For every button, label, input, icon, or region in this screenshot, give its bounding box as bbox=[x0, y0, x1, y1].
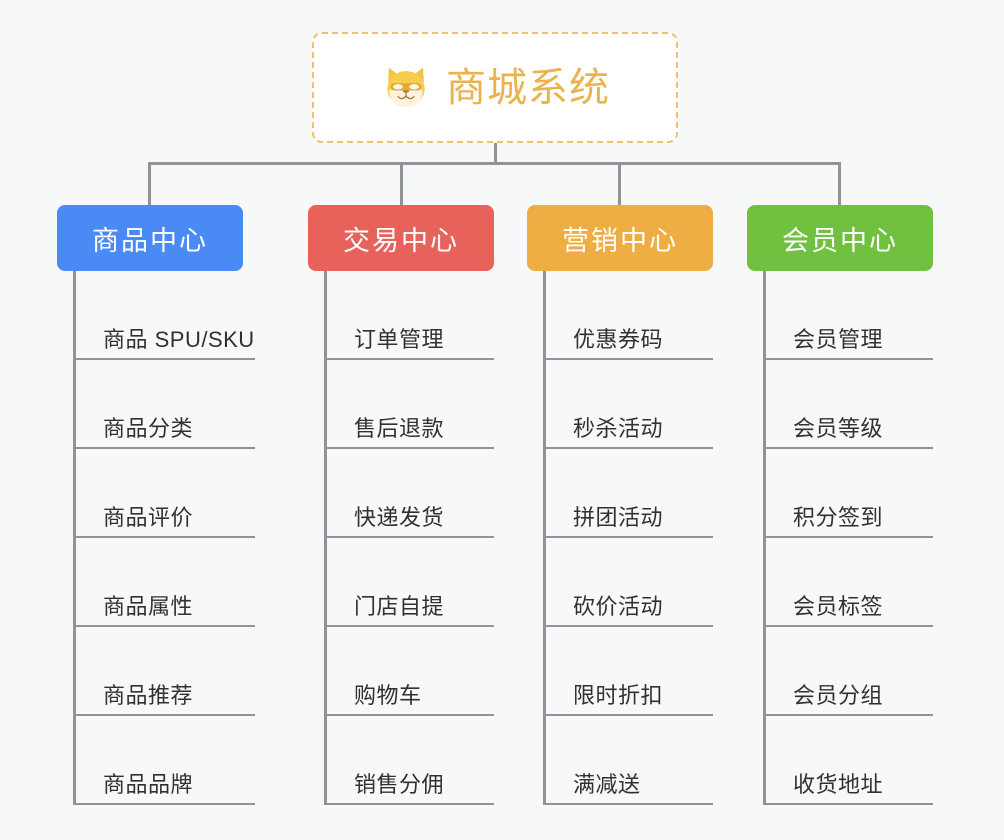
leaf-list-marketing-center: 优惠券码 秒杀活动 拼团活动 砍价活动 限时折扣 满减送 bbox=[543, 271, 713, 805]
list-item[interactable]: 收货地址 bbox=[763, 716, 933, 805]
leaf-label: 商品评价 bbox=[103, 504, 194, 530]
connector-branch-4-drop bbox=[838, 162, 841, 205]
leaf-label: 购物车 bbox=[354, 682, 422, 708]
connector-branch-2-drop bbox=[400, 162, 403, 205]
list-item[interactable]: 商品分类 bbox=[73, 360, 255, 449]
connector-branch-3-drop bbox=[618, 162, 621, 205]
list-item[interactable]: 购物车 bbox=[324, 627, 494, 716]
leaf-label: 会员分组 bbox=[793, 682, 884, 708]
branch-trade-center: 交易中心 订单管理 售后退款 快递发货 门店自提 购物车 销售分佣 bbox=[308, 205, 494, 805]
leaf-label: 订单管理 bbox=[354, 326, 445, 352]
leaf-label: 会员管理 bbox=[793, 326, 884, 352]
connector-horizontal-bus bbox=[148, 162, 840, 165]
branch-header-product-center[interactable]: 商品中心 bbox=[57, 205, 243, 271]
leaf-label: 积分签到 bbox=[793, 504, 884, 530]
list-item[interactable]: 限时折扣 bbox=[543, 627, 713, 716]
branch-spine-marketing-center bbox=[543, 271, 546, 805]
list-item[interactable]: 会员分组 bbox=[763, 627, 933, 716]
branch-member-center: 会员中心 会员管理 会员等级 积分签到 会员标签 会员分组 收货地址 bbox=[747, 205, 933, 805]
connector-branch-1-drop bbox=[148, 162, 151, 205]
root-title: 商城系统 bbox=[446, 65, 610, 110]
leaf-label: 会员标签 bbox=[793, 593, 884, 619]
list-item[interactable]: 销售分佣 bbox=[324, 716, 494, 805]
leaf-label: 限时折扣 bbox=[573, 682, 664, 708]
branch-marketing-center: 营销中心 优惠券码 秒杀活动 拼团活动 砍价活动 限时折扣 满减送 bbox=[527, 205, 713, 805]
leaf-label: 商品品牌 bbox=[103, 771, 194, 797]
leaf-label: 门店自提 bbox=[354, 593, 445, 619]
leaf-label: 商品属性 bbox=[103, 593, 194, 619]
list-item[interactable]: 积分签到 bbox=[763, 449, 933, 538]
list-item[interactable]: 秒杀活动 bbox=[543, 360, 713, 449]
leaf-label: 售后退款 bbox=[354, 415, 445, 441]
branch-spine-trade-center bbox=[324, 271, 327, 805]
list-item[interactable]: 商品 SPU/SKU bbox=[73, 271, 255, 360]
branch-spine-product-center bbox=[73, 271, 76, 805]
list-item[interactable]: 门店自提 bbox=[324, 538, 494, 627]
leaf-label: 商品推荐 bbox=[103, 682, 194, 708]
branch-spine-member-center bbox=[763, 271, 766, 805]
list-item[interactable]: 拼团活动 bbox=[543, 449, 713, 538]
leaf-label: 收货地址 bbox=[793, 771, 884, 797]
branch-body-product-center: 商品 SPU/SKU 商品分类 商品评价 商品属性 商品推荐 商品品牌 bbox=[57, 271, 255, 805]
list-item[interactable]: 优惠券码 bbox=[543, 271, 713, 360]
branch-header-marketing-center[interactable]: 营销中心 bbox=[527, 205, 713, 271]
branch-body-marketing-center: 优惠券码 秒杀活动 拼团活动 砍价活动 限时折扣 满减送 bbox=[527, 271, 713, 805]
leaf-label: 满减送 bbox=[573, 771, 641, 797]
branch-product-center: 商品中心 商品 SPU/SKU 商品分类 商品评价 商品属性 商品推荐 商品品牌 bbox=[57, 205, 255, 805]
list-item[interactable]: 商品品牌 bbox=[73, 716, 255, 805]
leaf-label: 快递发货 bbox=[354, 504, 445, 530]
leaf-list-product-center: 商品 SPU/SKU 商品分类 商品评价 商品属性 商品推荐 商品品牌 bbox=[73, 271, 255, 805]
branch-header-trade-center[interactable]: 交易中心 bbox=[308, 205, 494, 271]
list-item[interactable]: 会员标签 bbox=[763, 538, 933, 627]
list-item[interactable]: 快递发货 bbox=[324, 449, 494, 538]
leaf-label: 拼团活动 bbox=[573, 504, 664, 530]
root-node[interactable]: 商城系统 bbox=[312, 32, 678, 143]
leaf-list-member-center: 会员管理 会员等级 积分签到 会员标签 会员分组 收货地址 bbox=[763, 271, 933, 805]
list-item[interactable]: 会员等级 bbox=[763, 360, 933, 449]
shiba-dog-icon bbox=[380, 62, 432, 114]
branch-body-member-center: 会员管理 会员等级 积分签到 会员标签 会员分组 收货地址 bbox=[747, 271, 933, 805]
leaf-label: 会员等级 bbox=[793, 415, 884, 441]
list-item[interactable]: 会员管理 bbox=[763, 271, 933, 360]
list-item[interactable]: 砍价活动 bbox=[543, 538, 713, 627]
list-item[interactable]: 满减送 bbox=[543, 716, 713, 805]
leaf-label: 秒杀活动 bbox=[573, 415, 664, 441]
leaf-label: 商品分类 bbox=[103, 415, 194, 441]
list-item[interactable]: 商品评价 bbox=[73, 449, 255, 538]
branch-header-member-center[interactable]: 会员中心 bbox=[747, 205, 933, 271]
leaf-label: 销售分佣 bbox=[354, 771, 445, 797]
branch-body-trade-center: 订单管理 售后退款 快递发货 门店自提 购物车 销售分佣 bbox=[308, 271, 494, 805]
list-item[interactable]: 商品推荐 bbox=[73, 627, 255, 716]
list-item[interactable]: 售后退款 bbox=[324, 360, 494, 449]
list-item[interactable]: 商品属性 bbox=[73, 538, 255, 627]
leaf-label: 砍价活动 bbox=[573, 593, 664, 619]
leaf-label: 商品 SPU/SKU bbox=[103, 326, 255, 352]
connector-root-vertical bbox=[494, 143, 497, 164]
list-item[interactable]: 订单管理 bbox=[324, 271, 494, 360]
leaf-list-trade-center: 订单管理 售后退款 快递发货 门店自提 购物车 销售分佣 bbox=[324, 271, 494, 805]
leaf-label: 优惠券码 bbox=[573, 326, 664, 352]
